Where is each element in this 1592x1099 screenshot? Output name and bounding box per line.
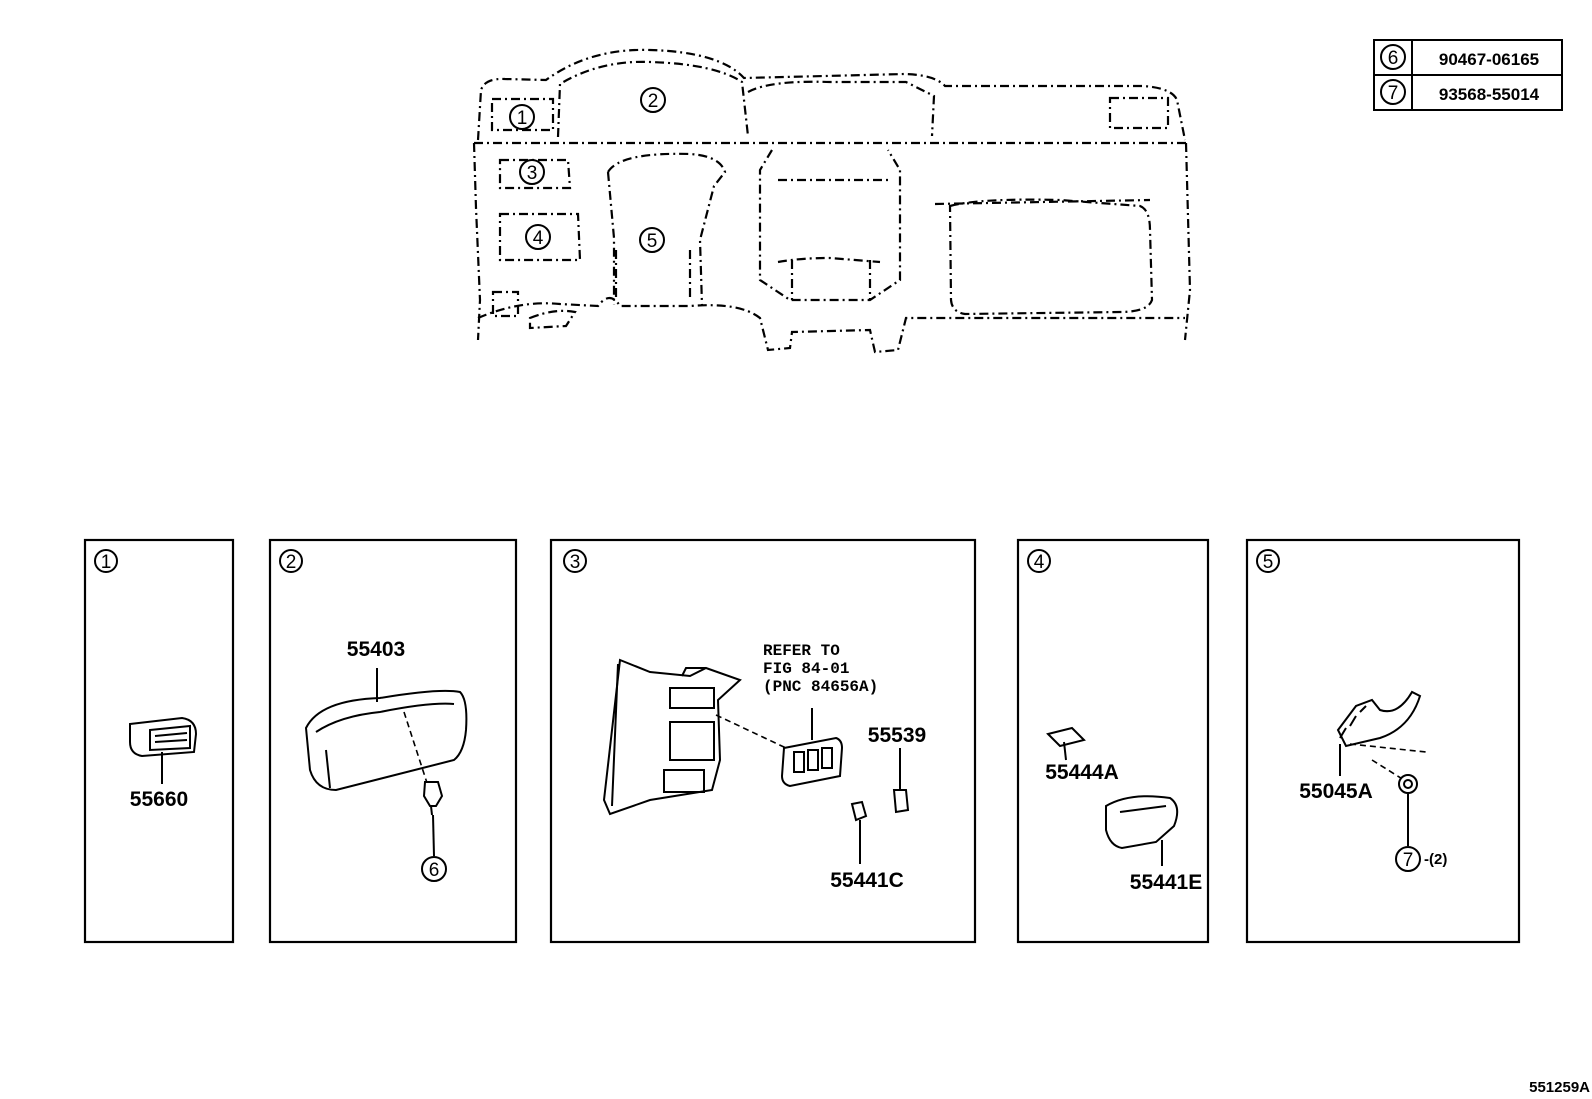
figure-id: 551259A — [1529, 1079, 1590, 1096]
instrument-trim-panel[interactable] — [602, 658, 742, 816]
callout-circle — [1380, 44, 1406, 70]
detail-panel-1: 1 55660 — [83, 538, 235, 944]
fastener-table: 6 90467-06165 7 93568-55014 — [1373, 39, 1563, 111]
small-bracket-part[interactable] — [850, 800, 868, 822]
part-number[interactable]: 90467-06165 — [1439, 50, 1539, 69]
svg-text:1: 1 — [517, 108, 528, 129]
panel-index-circle — [279, 549, 303, 573]
part-label[interactable]: 55444A — [1045, 761, 1119, 784]
part-label[interactable]: 55660 — [130, 788, 188, 811]
pocket-tray-part[interactable] — [1105, 795, 1179, 850]
part-label[interactable]: 55403 — [347, 638, 405, 661]
panel-index-circle — [1027, 549, 1051, 573]
detail-panel-2: 2 55403 6 — [268, 538, 518, 944]
small-cap-part[interactable] — [892, 789, 910, 814]
part-label[interactable]: 55539 — [868, 724, 926, 747]
part-label[interactable]: 55045A — [1299, 780, 1373, 803]
panel-index: 4 — [1034, 552, 1045, 573]
detail-panel-3: 3 REFER TO FIG 84-01 (PNC 84656A) 55539 — [549, 538, 977, 944]
part-label[interactable]: 55441C — [830, 869, 904, 892]
cluster-hood-part[interactable] — [304, 689, 468, 792]
callout-number: 7 — [1388, 83, 1399, 104]
fastener-callout-circle — [1395, 846, 1421, 872]
panel-index: 3 — [570, 552, 581, 573]
fastener-callout-circle — [421, 856, 447, 882]
fastener-callout[interactable]: 6 — [429, 860, 440, 881]
reference-note-line[interactable]: (PNC 84656A) — [763, 678, 878, 696]
switch-part[interactable] — [780, 736, 844, 788]
svg-text:3: 3 — [527, 163, 538, 184]
panel-index: 5 — [1263, 552, 1274, 573]
svg-text:5: 5 — [647, 231, 658, 252]
part-number[interactable]: 93568-55014 — [1439, 85, 1540, 104]
detail-panel-4: 4 55444A 55441E — [1016, 538, 1210, 944]
fastener-callout[interactable]: 7 — [1403, 850, 1414, 871]
dashboard-overview: 1 2 3 4 5 — [472, 48, 1192, 354]
overview-callout-2[interactable]: 2 — [640, 87, 666, 113]
fastener-row[interactable]: 7 93568-55014 — [1380, 79, 1540, 105]
panel-index-circle — [94, 549, 118, 573]
overview-callout-4[interactable]: 4 — [525, 224, 551, 250]
panel-index: 2 — [286, 552, 297, 573]
overview-callout-1[interactable]: 1 — [509, 104, 535, 130]
air-vent-part[interactable] — [129, 716, 198, 758]
clip-fastener[interactable] — [422, 781, 444, 816]
reference-note-line: REFER TO — [763, 642, 840, 660]
callout-number: 6 — [1388, 48, 1399, 69]
quantity-note: -(2) — [1424, 851, 1447, 868]
lower-panel-part[interactable] — [1336, 690, 1422, 748]
detail-panel-5: 5 55045A 7 -(2) — [1245, 538, 1521, 944]
overview-callout-3[interactable]: 3 — [519, 159, 545, 185]
panel-index-circle — [563, 549, 587, 573]
screw-fastener[interactable] — [1398, 774, 1418, 794]
panel-index: 1 — [101, 552, 112, 573]
reference-note-line: FIG 84-01 — [763, 660, 849, 678]
overview-callout-5[interactable]: 5 — [639, 227, 665, 253]
svg-text:2: 2 — [648, 91, 659, 112]
dashboard-outline — [476, 48, 1187, 141]
fastener-row[interactable]: 6 90467-06165 — [1380, 44, 1539, 70]
panel-index-circle — [1256, 549, 1280, 573]
part-label[interactable]: 55441E — [1130, 871, 1202, 894]
callout-circle — [1380, 79, 1406, 105]
svg-text:4: 4 — [533, 228, 544, 249]
cover-clip-part[interactable] — [1046, 726, 1086, 748]
